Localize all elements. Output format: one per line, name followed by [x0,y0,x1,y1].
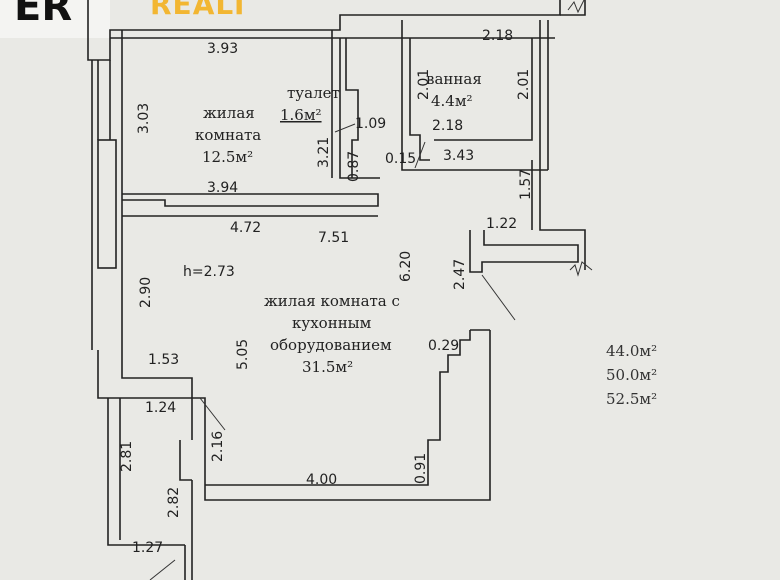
ceiling-height: h=2.73 [183,264,235,280]
dim-6-20: 6.20 [398,251,414,282]
dim-2-16: 2.16 [210,431,226,462]
total-area: 50.0м² [606,366,657,384]
dim-2-81: 2.81 [119,441,135,472]
dim-3-94: 3.94 [207,180,238,196]
dim-2-01-left: 2.01 [416,69,432,100]
walls [87,0,593,580]
dim-3-03: 3.03 [136,103,152,134]
toilet-area: 1.6м² [280,106,322,124]
dim-3-43: 3.43 [443,148,474,164]
dim-4-00: 4.00 [306,472,337,488]
dim-1-24: 1.24 [145,400,176,416]
dim-0-91: 0.91 [413,453,429,484]
logo-brand-text: REALT [150,0,250,21]
kitchen-living-name-2: кухонным [292,314,372,332]
bathroom-area: 4.4м² [431,92,473,110]
dim-7-51: 7.51 [318,230,349,246]
logo-mark: ER [14,0,73,30]
kitchen-living-name-3: оборудованием [270,336,392,354]
dim-1-22: 1.22 [486,216,517,232]
dim-2-18-mid: 2.18 [432,118,463,134]
logo-badge [0,0,110,38]
dim-1-53: 1.53 [148,352,179,368]
dim-3-21: 3.21 [316,137,332,168]
window-left [97,139,117,269]
kitchen-living-area: 31.5м² [302,358,353,376]
living-room-name-1: жилая [203,104,255,122]
bathroom-name: ванная [426,70,482,88]
dim-2-90: 2.90 [138,277,154,308]
dim-5-05: 5.05 [235,339,251,370]
dim-0-29: 0.29 [428,338,459,354]
dim-0-87: 0.87 [346,151,362,182]
kitchen-living-name-1: жилая комната с [264,292,400,310]
dim-1-27: 1.27 [132,540,163,556]
dim-2-82: 2.82 [166,487,182,518]
dim-4-72: 4.72 [230,220,261,236]
room-labels: жилая комната 12.5м² туалет 1.6м² ванная… [183,70,482,376]
dim-2-18-top: 2.18 [482,28,513,44]
living-room-area: 12.5м² [202,148,253,166]
toilet-name: туалет [287,84,340,102]
living-room-name-2: комната [195,126,261,144]
dim-1-57: 1.57 [518,169,534,200]
dim-0-15: 0.15 [385,151,416,167]
area-totals: 44.0м² 50.0м² 52.5м² [606,342,657,408]
total-area-with-balcony: 52.5м² [606,390,657,408]
dim-2-01-right: 2.01 [516,69,532,100]
dimension-labels: 3.93 3.03 3.94 4.72 7.51 2.90 1.53 1.24 … [119,28,534,556]
dim-1-09: 1.09 [355,116,386,132]
total-living-area: 44.0м² [606,342,657,360]
dim-3-93: 3.93 [207,41,238,57]
dim-2-47: 2.47 [452,259,468,290]
